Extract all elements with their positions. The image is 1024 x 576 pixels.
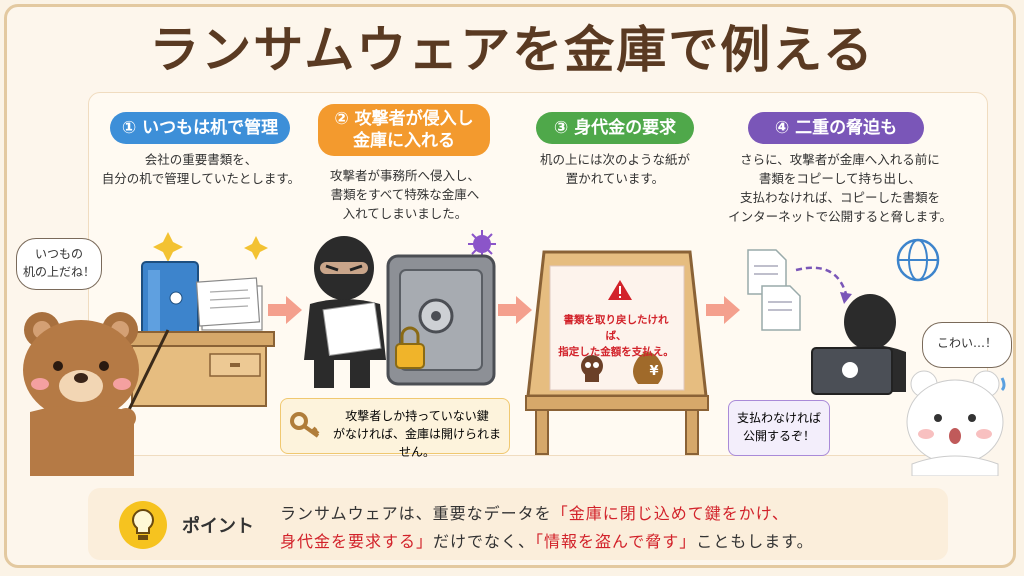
ransom-note: 書類を取り戻したければ、指定した金額を支払え。 xyxy=(558,314,674,358)
point-text: ランサムウェアは、重要なデータを「金庫に閉じ込めて鍵をかけ、 身代金を要求する」… xyxy=(280,504,814,551)
money-bag-icon xyxy=(633,352,663,384)
step4-desc: さらに、攻撃者が金庫へ入れる前に書類をコピーして持ち出し、支払わなければ、コピー… xyxy=(728,152,952,224)
bear-illustration xyxy=(23,312,170,476)
arrow-2-icon xyxy=(498,296,532,324)
white-bear-illustration xyxy=(906,370,1006,476)
sparkle-icon xyxy=(244,236,268,260)
step4-badge: ④ 二重の脅迫も xyxy=(748,112,924,144)
bear2-speech-bubble: こわい…！ xyxy=(922,322,1012,368)
bear-speech-bubble: いつもの机の上だね！ xyxy=(16,238,102,290)
double-extortion-illustration xyxy=(747,238,940,395)
sparkle-icon xyxy=(153,232,183,262)
yen-symbol: ¥ xyxy=(649,364,659,379)
point-box xyxy=(88,488,948,560)
skull-icon xyxy=(842,362,858,378)
step3-badge: ③ 身代金の要求 xyxy=(536,112,694,144)
padlock-icon xyxy=(395,343,425,369)
page-title: ランサムウェアを金庫で例える xyxy=(149,21,875,79)
threat-note: 支払わなければ公開するぞ！ xyxy=(728,400,830,456)
step1-desc: 会社の重要書類を、自分の机で管理していたとします。 xyxy=(101,152,301,186)
step2-desc: 攻撃者が事務所へ侵入し、書類をすべて特殊な金庫へ入れてしまいました。 xyxy=(329,168,480,221)
point-label: ポイント xyxy=(182,516,254,537)
arrow-1-icon xyxy=(268,296,302,324)
key-note: 攻撃者しか持っていない鍵がなければ、金庫は開けられません。 xyxy=(280,398,510,459)
skull-icon xyxy=(581,355,603,377)
step3-desc: 机の上には次のような紙が置かれています。 xyxy=(539,152,690,186)
step1-badge: ① いつもは机で管理 xyxy=(110,112,290,144)
key-icon xyxy=(290,412,320,438)
lightbulb-icon xyxy=(119,501,167,549)
document-icon xyxy=(747,249,801,331)
attacker-safe-illustration xyxy=(304,230,496,388)
ransom-desk-illustration xyxy=(525,250,709,455)
arrow-3-icon xyxy=(706,296,740,324)
step2-badge: ② 攻撃者が侵入し金庫に入れる xyxy=(318,104,490,156)
